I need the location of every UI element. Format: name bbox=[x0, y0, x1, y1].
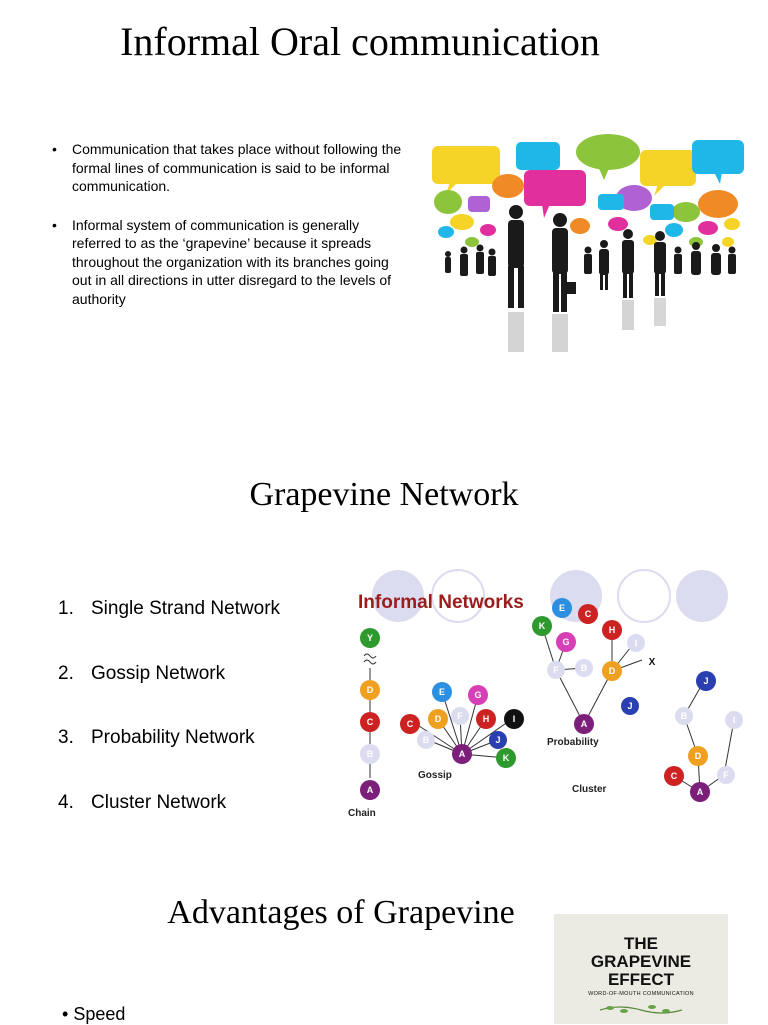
svg-text:E: E bbox=[439, 687, 445, 697]
diagram-title: Informal Networks bbox=[358, 592, 524, 613]
svg-text:H: H bbox=[609, 625, 616, 635]
label-chain: Chain bbox=[348, 808, 376, 819]
svg-text:C: C bbox=[367, 717, 374, 727]
svg-text:I: I bbox=[513, 714, 516, 724]
svg-text:I: I bbox=[733, 715, 736, 725]
svg-text:A: A bbox=[697, 787, 704, 797]
item-label: Cluster Network bbox=[91, 791, 227, 813]
svg-text:K: K bbox=[539, 621, 546, 631]
label-probability: Probability bbox=[547, 737, 599, 748]
svg-text:D: D bbox=[367, 685, 374, 695]
bullet-item: Informal system of communication is gene… bbox=[50, 216, 410, 309]
bullet-item: Communication that takes place without f… bbox=[50, 140, 410, 196]
item-number: 1. bbox=[58, 598, 74, 619]
svg-text:Y: Y bbox=[367, 633, 373, 643]
item-label: Gossip Network bbox=[91, 662, 226, 684]
label-cluster: Cluster bbox=[572, 784, 607, 795]
svg-text:A: A bbox=[367, 785, 374, 795]
svg-text:C: C bbox=[407, 719, 414, 729]
slide-title: Informal Oral communication bbox=[120, 19, 600, 64]
svg-text:G: G bbox=[474, 690, 481, 700]
svg-text:F: F bbox=[457, 711, 463, 721]
speech-bubbles-people-image bbox=[432, 134, 744, 352]
svg-text:F: F bbox=[723, 770, 729, 780]
item-label: Probability Network bbox=[91, 727, 255, 748]
svg-text:K: K bbox=[503, 753, 510, 763]
svg-text:G: G bbox=[562, 637, 569, 647]
svg-text:A: A bbox=[581, 719, 588, 729]
network-list: 1. Single Strand Network 2. Gossip Network… bbox=[58, 598, 280, 856]
silhouettes bbox=[445, 205, 736, 312]
network-nodes: A B C D Y A B C D E F G H I J K A F B D … bbox=[360, 598, 743, 802]
svg-text:A: A bbox=[459, 749, 466, 759]
list-item: 4. Cluster Network bbox=[58, 792, 280, 857]
svg-text:B: B bbox=[367, 749, 374, 759]
informal-networks-diagram: Informal Networks A B C D Y A B C D E F … bbox=[348, 569, 743, 819]
speech-bubbles bbox=[432, 134, 744, 247]
label-gossip: Gossip bbox=[418, 770, 452, 781]
svg-text:B: B bbox=[681, 711, 688, 721]
book-title-line: THE bbox=[624, 934, 658, 953]
slide-title: Advantages of Grapevine bbox=[167, 894, 515, 931]
bullet-list: Communication that takes place without f… bbox=[50, 140, 410, 328]
vine-icon bbox=[599, 1005, 683, 1014]
svg-text:D: D bbox=[609, 666, 616, 676]
svg-text:F: F bbox=[553, 665, 559, 675]
svg-text:C: C bbox=[585, 609, 592, 619]
list-item: Speed bbox=[62, 1004, 125, 1025]
book-cover-image: THE GRAPEVINE EFFECT WORD-OF-MOUTH COMMU… bbox=[554, 914, 728, 1024]
item-number: 3. bbox=[58, 727, 74, 748]
svg-text:D: D bbox=[695, 751, 702, 761]
svg-text:E: E bbox=[559, 603, 565, 613]
x-mark: X bbox=[649, 657, 656, 668]
book-title-line: EFFECT bbox=[607, 970, 675, 989]
slide-title: Grapevine Network bbox=[249, 476, 519, 513]
reflection bbox=[508, 298, 666, 352]
advantages-list: Speed bbox=[62, 1004, 125, 1025]
network-labels: Chain Gossip Probability Cluster bbox=[348, 737, 607, 819]
list-item: 2. Gossip Network bbox=[58, 663, 280, 728]
svg-text:D: D bbox=[435, 714, 442, 724]
item-number: 2. bbox=[58, 662, 74, 684]
item-label: Single Strand Network bbox=[91, 598, 281, 619]
list-item: 3. Probability Network bbox=[58, 727, 280, 792]
svg-text:J: J bbox=[627, 701, 632, 711]
book-subtitle: WORD-OF-MOUTH COMMUNICATION bbox=[588, 991, 694, 997]
svg-text:J: J bbox=[703, 676, 708, 686]
svg-text:C: C bbox=[671, 771, 678, 781]
svg-text:I: I bbox=[635, 638, 638, 648]
item-number: 4. bbox=[58, 791, 74, 813]
svg-text:J: J bbox=[495, 735, 500, 745]
svg-text:H: H bbox=[483, 714, 490, 724]
book-title-line: GRAPEVINE bbox=[590, 952, 692, 971]
svg-text:B: B bbox=[423, 735, 430, 745]
list-item: 1. Single Strand Network bbox=[58, 598, 280, 663]
svg-text:B: B bbox=[581, 663, 588, 673]
